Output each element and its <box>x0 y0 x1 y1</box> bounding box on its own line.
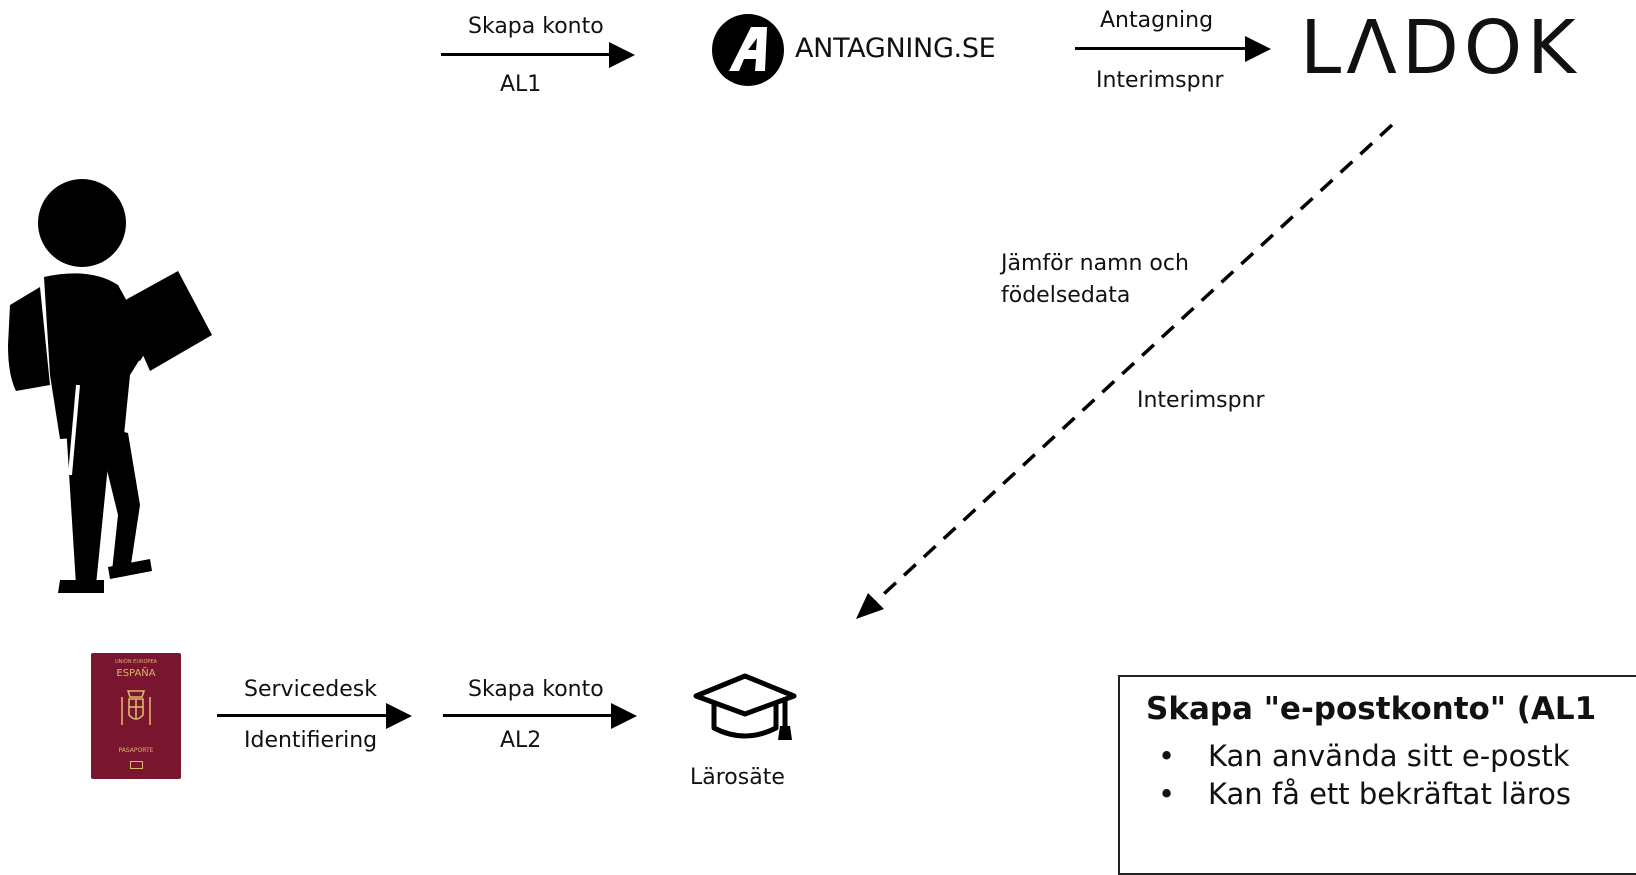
passport-country: ESPAÑA <box>116 668 156 679</box>
ladok-logo: LΛDOK <box>1300 5 1581 91</box>
admission-arrow <box>1075 36 1272 62</box>
passport-bottom-text: PASAPORTE <box>118 747 154 754</box>
student-walking-icon <box>8 179 212 593</box>
info-bullet-1: • Kan använda sitt e-postk <box>1158 739 1570 773</box>
antagning-logo-text: ANTAGNING.SE <box>795 33 996 64</box>
biometric-chip-icon <box>130 761 143 769</box>
servicedesk-label: Servicedesk <box>244 677 378 702</box>
interim-pnr-diagonal-label: Interimspnr <box>1137 388 1265 413</box>
info-box-title: Skapa "e-postkonto" (AL1 <box>1146 691 1597 727</box>
info-box: Skapa "e-postkonto" (AL1 • Kan använda si… <box>1118 675 1636 875</box>
identification-label: Identifiering <box>244 728 378 753</box>
info-bullet-1-text: Kan använda sitt e-postk <box>1208 739 1570 773</box>
admission-label: Antagning <box>1100 8 1214 33</box>
create-account-label: Skapa konto <box>468 14 604 39</box>
passport-icon: UNIÓN EUROPEA ESPAÑA PASAPORTE <box>91 653 181 779</box>
bullet-dot: • <box>1158 777 1176 811</box>
assurance-level-2-label: AL2 <box>500 728 542 753</box>
assurance-level-label: AL1 <box>500 72 542 97</box>
antagning-a-icon <box>712 14 784 86</box>
antagning-logo: ANTAGNING.SE <box>711 13 1021 89</box>
graduation-cap-icon <box>693 673 797 740</box>
bullet-dot: • <box>1158 739 1176 773</box>
coat-of-arms-icon <box>121 690 151 725</box>
info-bullet-2-text: Kan få ett bekräftat läros <box>1208 777 1572 811</box>
interim-pnr-top-label: Interimspnr <box>1096 68 1224 93</box>
identification-arrow <box>217 703 412 729</box>
create-account-arrow <box>441 42 635 68</box>
institution-label: Lärosäte <box>690 765 785 790</box>
passport-top-text: UNIÓN EUROPEA <box>115 659 157 665</box>
compare-name-birthdate-label: Jämför namn och födelsedata <box>1001 251 1189 308</box>
create-account-bottom-label: Skapa konto <box>468 677 604 702</box>
info-bullet-2: • Kan få ett bekräftat läros <box>1158 777 1571 811</box>
create-account-bottom-arrow <box>443 703 637 729</box>
comparison-dashed-arrow <box>856 123 1394 619</box>
